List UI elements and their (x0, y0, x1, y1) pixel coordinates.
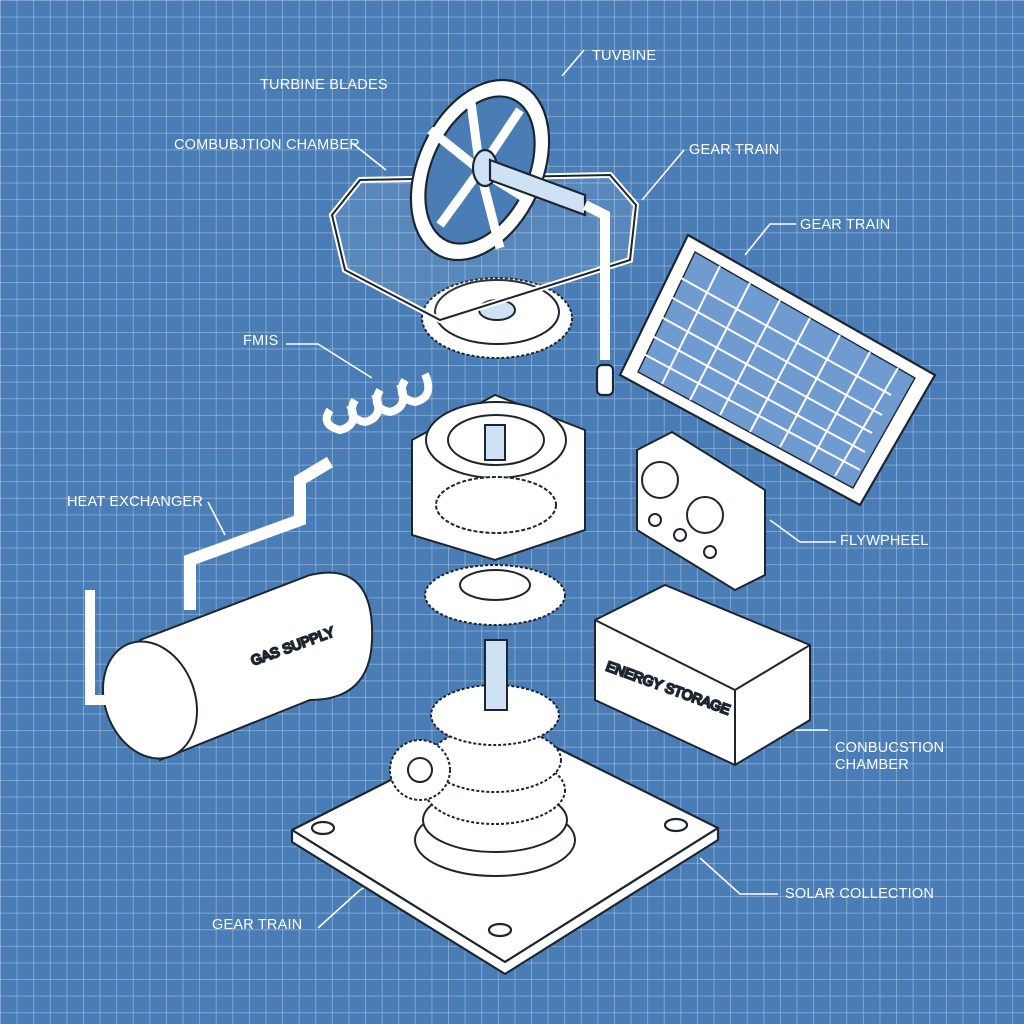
callout-gear-train-bottom: GEAR TRAIN (212, 917, 303, 933)
solar-panel (618, 233, 937, 507)
upper-gear (421, 277, 573, 359)
callout-conbucstion-chamber: CONBUCSTION CHAMBER (835, 740, 944, 774)
callout-gear-train-solar: GEAR TRAIN (800, 217, 891, 233)
callout-gear-train-top: GEAR TRAIN (689, 142, 780, 158)
callout-conbucstion-line1: CONBUCSTION (835, 740, 945, 756)
callout-tuvbine: TUVBINE (592, 48, 657, 64)
battery: ENERGY STORAGE (594, 583, 811, 767)
callout-combustion-chamber-top: COMBUBJTION CHAMBER (174, 137, 360, 153)
callout-turbine-blades: TURBINE BLADES (260, 77, 388, 93)
callout-heat-exchanger: HEAT EXCHANGER (67, 494, 204, 510)
callout-fmis: FMIS (243, 333, 279, 349)
callout-solar-collection: SOLAR COLLECTION (785, 886, 935, 902)
control-box (636, 430, 766, 592)
central-housing (411, 393, 586, 562)
gear-stack (389, 564, 576, 877)
callout-conbucstion-line2: CHAMBER (835, 757, 909, 773)
gas-supply-tank: GAS SUPPLY (85, 456, 374, 762)
callout-flywpheel: FLYWPHEEL (840, 533, 929, 549)
turbine-wheel (409, 78, 615, 397)
coil-spring (322, 372, 433, 435)
